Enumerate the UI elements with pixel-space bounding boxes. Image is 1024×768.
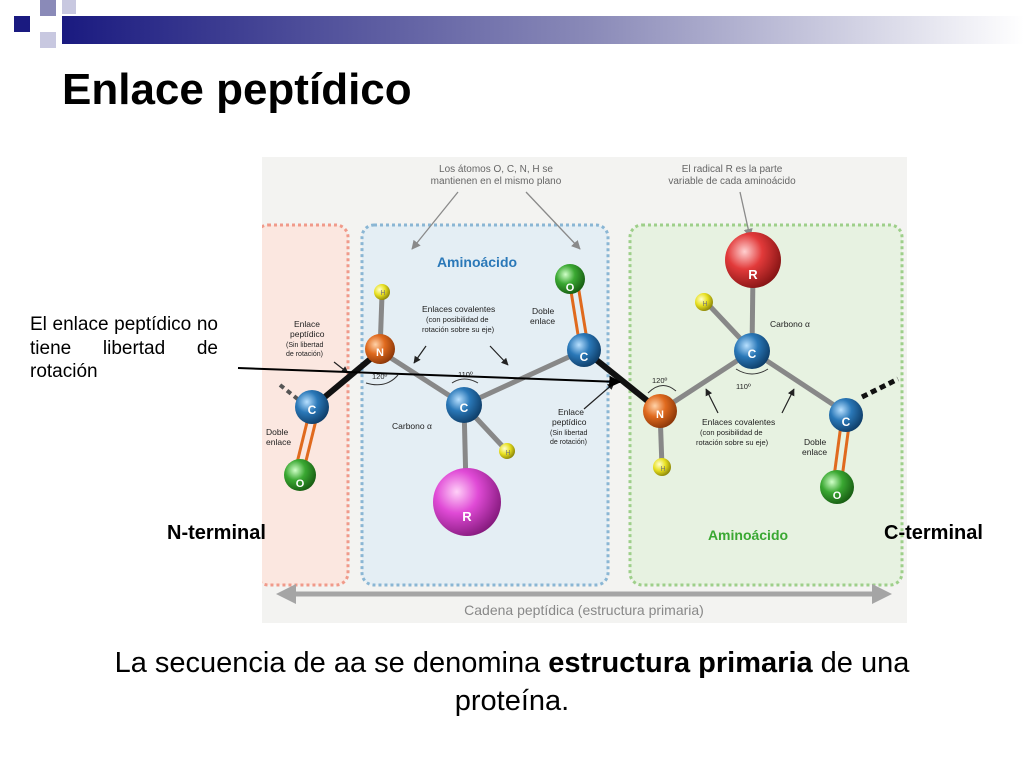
svg-text:H: H — [702, 301, 707, 308]
atom-o-top: O — [555, 264, 585, 294]
caption: La secuencia de aa se denomina estructur… — [60, 644, 964, 720]
peptide-bond-note: El enlace peptídico no tiene libertad de… — [30, 314, 218, 382]
carbono-alpha-2: Carbono α — [770, 319, 810, 329]
svg-text:C: C — [842, 415, 851, 429]
carbono-alpha-1: Carbono α — [392, 421, 432, 431]
atom-o-left: O — [284, 459, 316, 491]
svg-text:O: O — [833, 490, 842, 502]
atom-h-3: H — [653, 458, 671, 476]
plane-arrow-left — [411, 191, 459, 250]
c-terminal-label: C-terminal — [884, 522, 983, 544]
caption-part-1: La secuencia de aa se denomina — [114, 647, 549, 679]
angle-110-2: 110º — [736, 382, 751, 391]
aminoacid-label-2: Aminoácido — [708, 527, 788, 543]
svg-text:H: H — [380, 290, 385, 297]
atom-c-left: C — [295, 390, 329, 424]
svg-text:C: C — [308, 403, 317, 417]
svg-text:C: C — [460, 401, 469, 415]
atom-calpha-2: C — [734, 333, 770, 369]
svg-text:N: N — [656, 409, 664, 421]
svg-text:R: R — [748, 267, 758, 282]
angle-120-1: 120º — [372, 372, 388, 381]
angle-120-2: 120º — [652, 376, 668, 385]
svg-text:H: H — [660, 466, 665, 473]
atom-h-2: H — [499, 443, 515, 459]
svg-text:R: R — [462, 509, 472, 524]
svg-text:O: O — [296, 478, 305, 490]
svg-text:N: N — [376, 347, 384, 359]
plane-arrow-right — [525, 191, 581, 250]
caption-part-2: de una proteína. — [454, 647, 910, 717]
aminoacid-label-1: Aminoácido — [437, 254, 517, 270]
atom-n-2: N — [643, 394, 677, 428]
svg-text:C: C — [748, 347, 757, 361]
chain-label: Cadena peptídica (estructura primaria) — [464, 602, 704, 618]
atom-calpha-1: C — [446, 387, 482, 423]
n-terminal-label: N-terminal — [167, 522, 266, 544]
angle-110-1: 110º — [458, 370, 473, 379]
caption-emphasis: estructura primaria — [548, 647, 813, 679]
atom-c-carbonyl-1: C — [567, 333, 601, 367]
radical-arrow — [739, 191, 753, 238]
atom-c-right: C — [829, 398, 863, 432]
header-decoration — [14, 0, 1024, 48]
svg-text:O: O — [566, 282, 575, 294]
svg-text:H: H — [505, 450, 510, 457]
svg-text:C: C — [580, 350, 589, 364]
atom-o-right: O — [820, 470, 854, 504]
atom-r-2: R — [725, 232, 781, 288]
slide-title: Enlace peptídico — [62, 65, 412, 114]
aminoacid-region-1 — [360, 223, 610, 587]
atom-n-1: N — [365, 334, 395, 364]
atom-r-1: R — [433, 468, 501, 536]
atom-h-1: H — [374, 284, 390, 300]
chain-arrow — [276, 584, 892, 604]
atom-h-4: H — [695, 293, 713, 311]
